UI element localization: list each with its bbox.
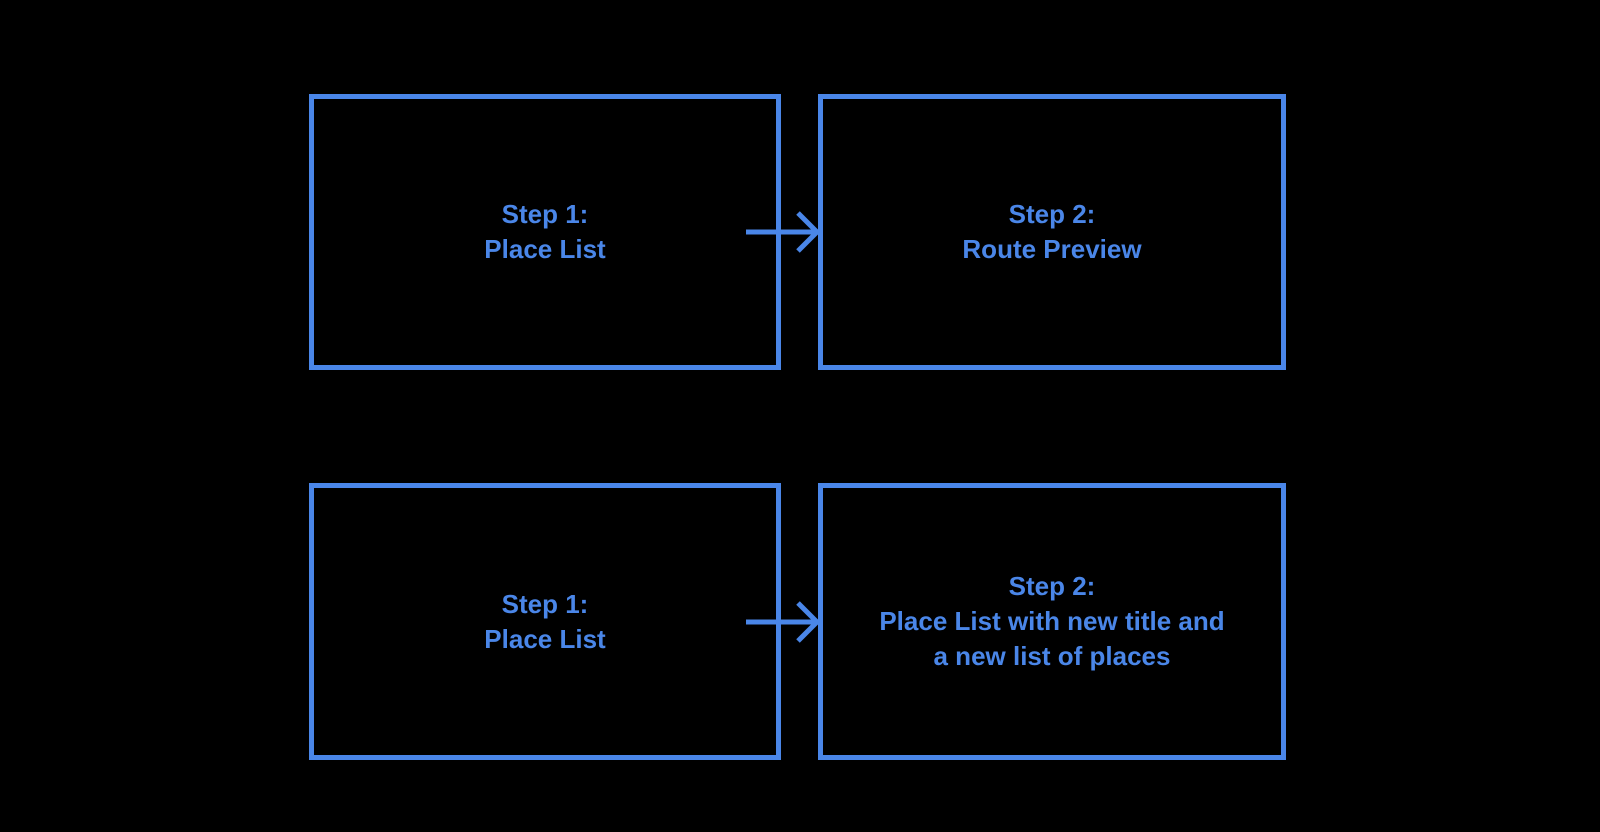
node-line: Step 1: bbox=[501, 199, 589, 229]
node-line: Step 1: bbox=[501, 588, 589, 619]
node-step1-place-list: Step 1: Place List bbox=[309, 94, 781, 370]
node-line: Place List with new title and bbox=[879, 606, 1225, 636]
arrow-right-icon bbox=[740, 594, 820, 650]
node-line: Place List bbox=[484, 234, 606, 264]
node-line: a new list of places bbox=[933, 641, 1171, 671]
node-line: Route Preview bbox=[962, 234, 1142, 264]
node-step1-place-list-2: Step 1: Place List bbox=[309, 483, 781, 760]
arrow-right-icon bbox=[740, 204, 820, 260]
node-line: Step 2: bbox=[1008, 199, 1096, 229]
node-step2-new-place-list: Step 2: Place List with new title and a … bbox=[818, 483, 1286, 760]
node-step2-route-preview: Step 2: Route Preview bbox=[818, 94, 1286, 370]
node-line: Step 2: bbox=[1008, 571, 1096, 601]
node-line: Place List bbox=[484, 623, 606, 654]
